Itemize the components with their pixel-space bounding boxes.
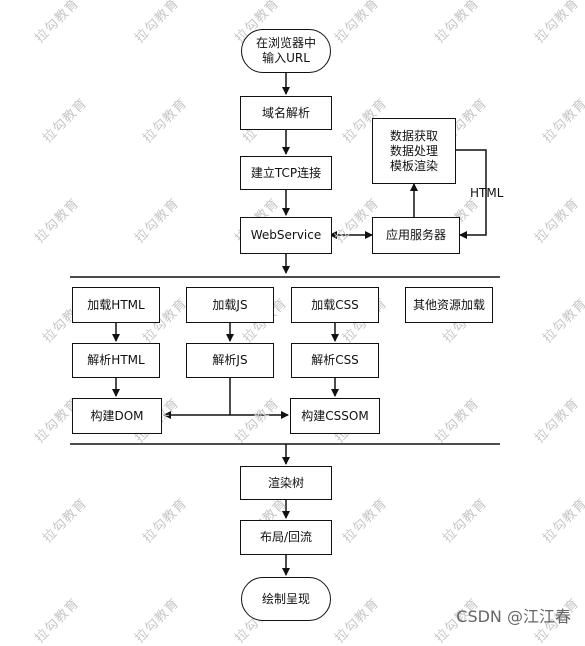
- node-load-css: 加载CSS: [291, 287, 379, 323]
- node-parse-html: 解析HTML: [72, 343, 160, 378]
- node-load-other: 其他资源加载: [405, 287, 493, 323]
- node-layout-reflow: 布局/回流: [240, 520, 332, 555]
- node-render-tree: 渲染树: [240, 466, 332, 500]
- arrow-process-to-appserver: [456, 149, 487, 239]
- node-build-cssom: 构建CSSOM: [290, 398, 380, 434]
- node-data-process: 数据获取 数据处理 模板渲染: [372, 118, 456, 184]
- node-webservice: WebService: [240, 217, 332, 254]
- node-load-js: 加载JS: [186, 287, 274, 323]
- node-paint: 绘制呈现: [241, 577, 331, 621]
- credit-text: CSDN @江江春: [456, 607, 571, 626]
- node-parse-js: 解析JS: [186, 343, 274, 378]
- node-build-dom: 构建DOM: [72, 398, 162, 434]
- node-dns-resolve: 域名解析: [240, 96, 332, 130]
- node-input-url: 在浏览器中 输入URL: [241, 29, 331, 73]
- node-parse-css: 解析CSS: [291, 343, 379, 378]
- node-tcp-connect: 建立TCP连接: [240, 156, 332, 190]
- node-app-server: 应用服务器: [372, 217, 460, 254]
- html-edge-label: HTML: [470, 186, 504, 200]
- node-load-html: 加载HTML: [72, 287, 160, 323]
